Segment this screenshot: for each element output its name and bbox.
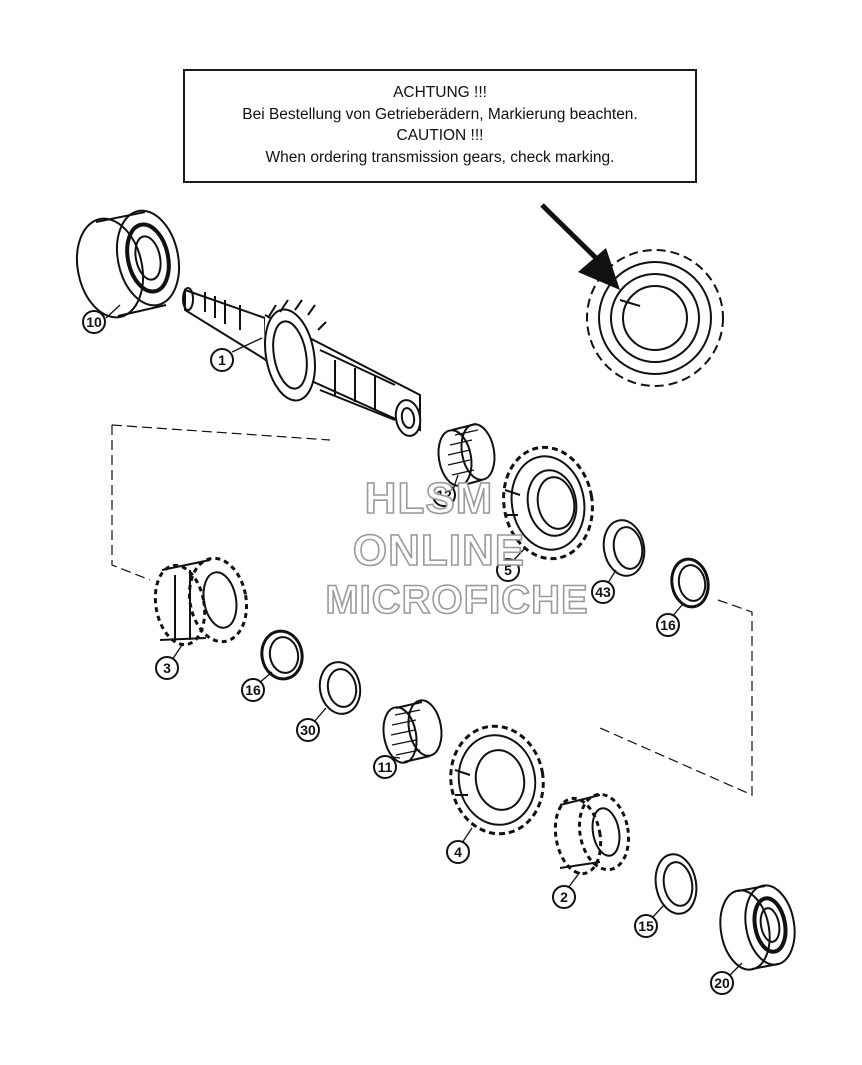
washer-15 (654, 853, 698, 915)
callout-11: 11 (373, 755, 397, 779)
callout-16a: 16 (656, 613, 680, 637)
notice-line-english-text: When ordering transmission gears, check … (265, 148, 615, 166)
callout-label: 15 (638, 918, 654, 934)
callout-43: 43 (591, 580, 615, 604)
callout-label: 30 (300, 722, 316, 738)
callout-30: 30 (296, 718, 320, 742)
callout-label: 5 (504, 562, 512, 578)
notice-line-german-text: Bei Bestellung von Getrieberädern, Marki… (242, 105, 638, 123)
bearing-20 (719, 884, 796, 971)
callout-label: 43 (595, 584, 611, 600)
main-shaft-1 (182, 287, 422, 437)
ordering-notice-box: ACHTUNG !!! Bei Bestellung von Getrieber… (183, 69, 697, 183)
gear-5 (502, 445, 594, 561)
callout-label: 20 (714, 975, 730, 991)
needle-bearing-11 (382, 699, 443, 764)
callout-label: 16 (245, 682, 261, 698)
callout-16b: 16 (241, 678, 265, 702)
thrust-washer-30 (318, 661, 362, 715)
notice-line-english-warning: CAUTION !!! (396, 127, 484, 144)
leader-lines (105, 304, 743, 976)
callout-12: 12 (432, 483, 456, 507)
gear-3 (153, 556, 249, 647)
callout-label: 11 (378, 759, 393, 775)
callout-1: 1 (210, 348, 234, 372)
callout-label: 12 (436, 487, 452, 503)
callout-10a: 10 (82, 310, 106, 334)
assembly-dash-lines (111, 424, 753, 796)
notice-line-german-warning: ACHTUNG !!! (393, 84, 487, 101)
bearing-10 (76, 209, 180, 319)
gear-4 (449, 724, 545, 836)
callout-label: 1 (218, 352, 226, 368)
marking-arrow (540, 203, 620, 290)
callout-4: 4 (446, 840, 470, 864)
callout-15: 15 (634, 914, 658, 938)
callout-5: 5 (496, 558, 520, 582)
watermark-line-1: HLSM (364, 473, 494, 524)
callout-label: 10 (86, 314, 102, 330)
callout-20: 20 (710, 971, 734, 995)
callout-2: 2 (552, 885, 576, 909)
callout-label: 16 (660, 617, 676, 633)
watermark-line-2: ONLINE (352, 525, 526, 576)
thrust-washer-43 (602, 519, 646, 577)
gear-2 (553, 792, 631, 876)
callout-3: 3 (155, 656, 179, 680)
callout-label: 4 (454, 844, 462, 860)
circlip-16-right (670, 557, 710, 609)
callout-label: 3 (163, 660, 171, 676)
watermark-line-3: MICROFICHE (325, 577, 589, 623)
needle-bearing-12 (437, 423, 496, 487)
callout-label: 2 (560, 889, 568, 905)
marked-gear-detail (586, 249, 724, 387)
circlip-16-left (260, 629, 304, 681)
